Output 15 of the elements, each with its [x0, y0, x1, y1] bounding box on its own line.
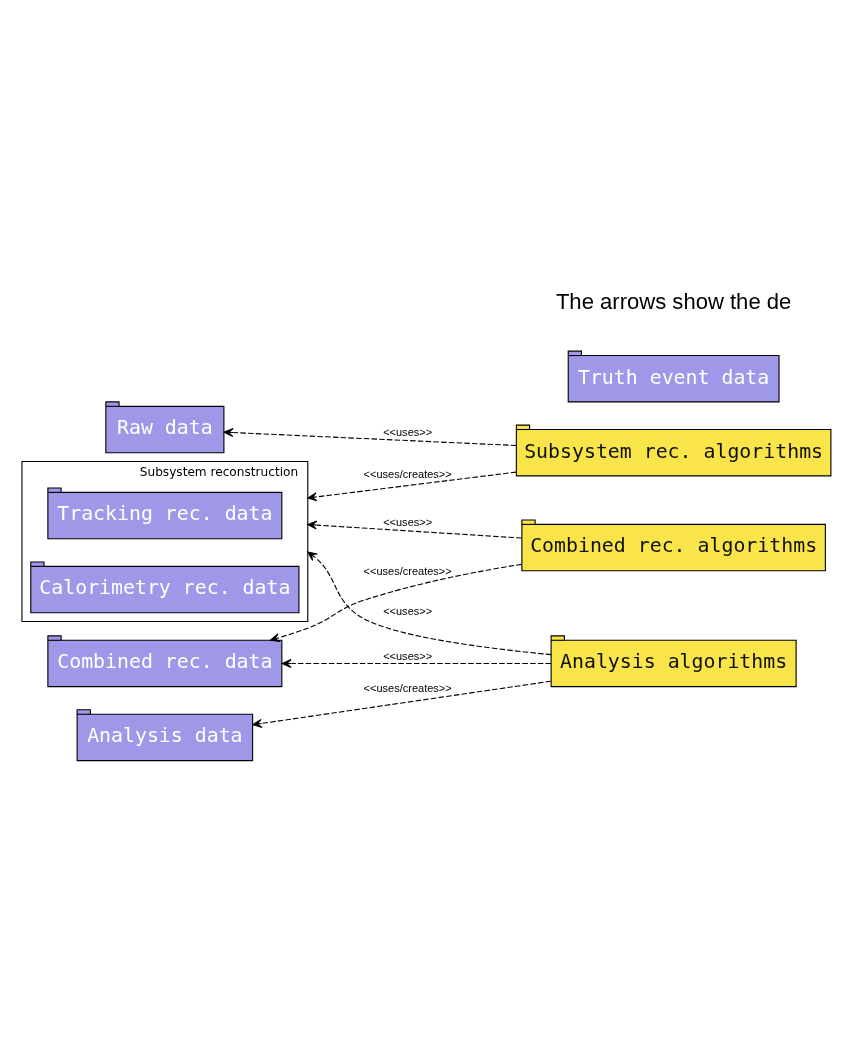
edge-label: <<uses>>	[383, 515, 433, 528]
edge-label: <<uses/creates>>	[363, 467, 452, 480]
edge-label: <<uses>>	[383, 649, 433, 662]
edge-label: <<uses/creates>>	[363, 681, 452, 694]
arrow	[252, 680, 552, 728]
arrow	[223, 427, 517, 446]
edge-label: <<uses>>	[383, 604, 433, 617]
edge-label: <<uses>>	[383, 425, 433, 438]
arrow	[307, 520, 523, 539]
arrow	[270, 563, 523, 642]
arrow	[307, 550, 552, 655]
arrow	[281, 658, 552, 668]
arrow	[307, 471, 517, 501]
label: The arrows show the de	[555, 288, 792, 314]
edge-label: <<uses/creates>>	[363, 564, 452, 577]
